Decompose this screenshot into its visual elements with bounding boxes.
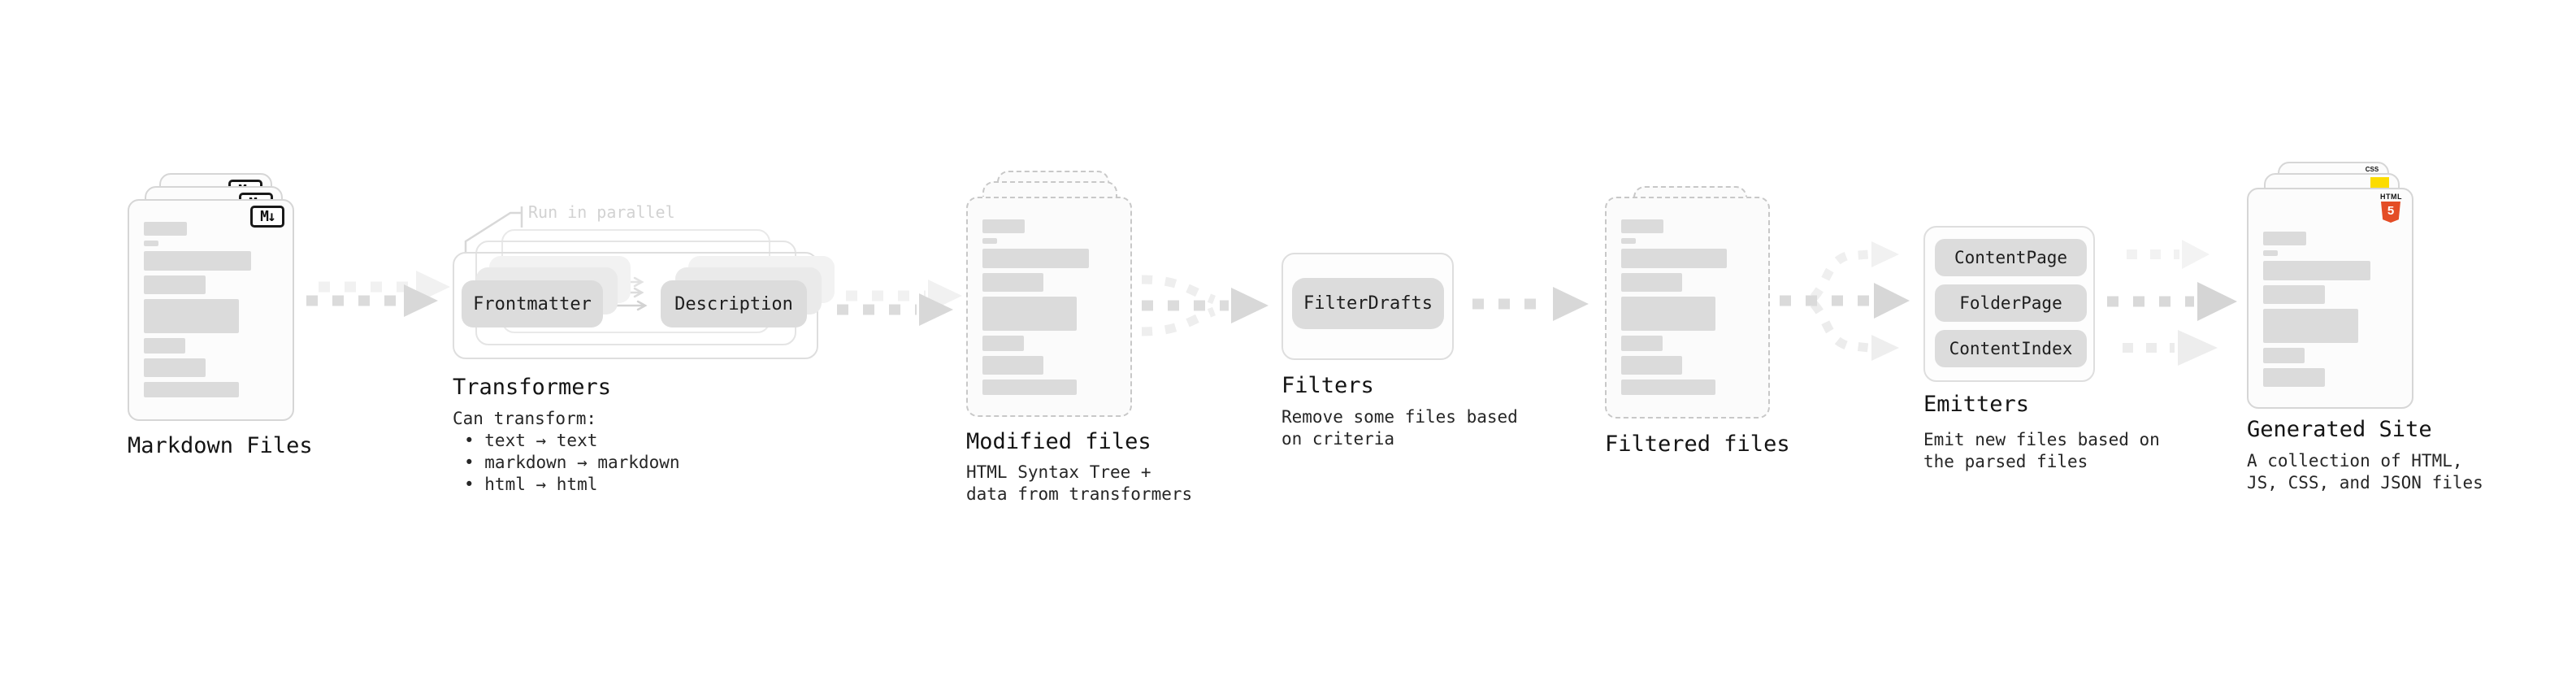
filtered-files-label: Filtered files [1605, 432, 1790, 457]
site-file-card-html: HTML 5 [2247, 188, 2413, 409]
arrow-emitters-to-site [2107, 240, 2237, 366]
filters-description: Remove some files based on criteria [1281, 406, 1518, 450]
arrow-filtered-to-emitters [1780, 241, 1910, 361]
filtered-file-card-front [1605, 197, 1770, 419]
emitters-description: Emit new files based on the parsed files [1923, 429, 2160, 473]
transformers-description: Can transform: • text → text • markdown … [453, 408, 680, 496]
generated-site-description: A collection of HTML, JS, CSS, and JSON … [2247, 450, 2483, 494]
arrow-filters-to-filtered [1472, 287, 1589, 321]
desc-line: on criteria [1281, 429, 1395, 449]
arrow-markdown-to-transformers-ghost [319, 271, 450, 303]
desc-line: data from transformers [966, 484, 1193, 504]
markdown-files-label: Markdown Files [128, 433, 313, 458]
doc-placeholder-lines [2249, 189, 2412, 387]
modified-file-card-front [966, 197, 1132, 417]
modified-files-label: Modified files [966, 429, 1151, 454]
arrow-markdown-to-transformers [306, 284, 438, 317]
emitters-frame: ContentPage FolderPage ContentIndex [1923, 226, 2095, 382]
desc-line: • text → text [464, 431, 598, 450]
modified-files-description: HTML Syntax Tree + data from transformer… [966, 462, 1192, 505]
description-pill: Description [661, 280, 807, 327]
arrow-transformers-to-modified [837, 293, 953, 326]
desc-line: • markdown → markdown [464, 453, 680, 472]
contentindex-pill: ContentIndex [1935, 330, 2087, 367]
frontmatter-pill: Frontmatter [462, 280, 603, 327]
generated-site-label: Generated Site [2247, 417, 2432, 442]
filters-label: Filters [1281, 373, 1374, 398]
folderpage-pill: FolderPage [1935, 284, 2087, 322]
markdown-file-card-front: M↓ [128, 199, 294, 421]
desc-line: the parsed files [1923, 452, 2088, 471]
desc-line: JS, CSS, and JSON files [2247, 473, 2483, 492]
doc-placeholder-lines [129, 201, 293, 397]
javascript-icon [2370, 177, 2389, 189]
transformers-label: Transformers [453, 375, 612, 400]
desc-line: Can transform: [453, 409, 597, 428]
emitters-label: Emitters [1923, 392, 2030, 417]
markdown-icon: M↓ [250, 206, 284, 228]
desc-line: HTML Syntax Tree + [966, 462, 1151, 482]
doc-placeholder-lines [1607, 198, 1768, 395]
contentpage-pill: ContentPage [1935, 239, 2087, 276]
filterdrafts-pill: FilterDrafts [1292, 278, 1444, 329]
desc-line: A collection of HTML, [2247, 451, 2463, 471]
desc-line: • html → html [464, 475, 598, 494]
doc-placeholder-lines [968, 198, 1130, 395]
html5-icon: HTML 5 [2380, 193, 2402, 223]
desc-line: Remove some files based [1281, 407, 1518, 427]
desc-line: Emit new files based on [1923, 430, 2160, 449]
run-in-parallel-annotation: Run in parallel [528, 202, 675, 222]
arrow-transformers-to-modified-ghost [846, 280, 962, 312]
arrow-modified-to-filters [1141, 275, 1268, 336]
